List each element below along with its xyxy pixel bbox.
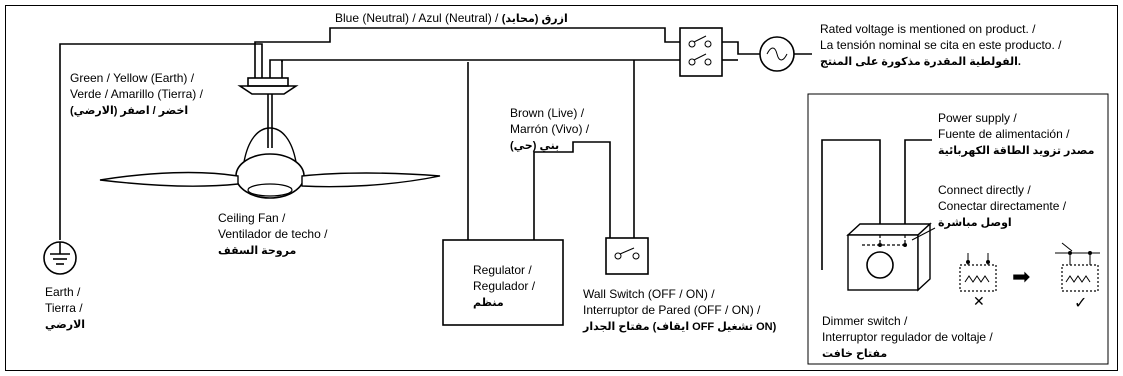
inset-wire-right — [904, 139, 932, 235]
source-wire-a — [722, 41, 760, 55]
dimmer-switch-icon — [846, 222, 932, 292]
outer-border — [5, 5, 1118, 371]
wrong-mark-icon: ✕ — [973, 293, 985, 309]
earth-symbol-icon — [43, 241, 77, 275]
earth-label-en: Earth / — [45, 285, 81, 299]
blue-wire-label: Blue (Neutral) / Azul (Neutral) / ازرق (… — [335, 11, 568, 25]
ac-source-icon — [759, 36, 795, 72]
connect-label-es: Conectar directamente / — [938, 199, 1067, 213]
brown-wire-label-en: Brown (Live) / — [510, 106, 585, 120]
fan-label-ar: مروحة السقف — [218, 245, 296, 257]
fan-label-en: Ceiling Fan / — [218, 211, 286, 225]
wall-switch-label-es: Interruptor de Pared (OFF / ON) / — [583, 303, 761, 317]
green-wire-label-ar: اخضر / اصفر (الارضي) — [70, 105, 188, 117]
brown-live-wire — [269, 59, 680, 78]
connect-pointer — [911, 227, 936, 241]
blue-neutral-wire — [254, 27, 680, 78]
earth-label-es: Tierra / — [45, 301, 83, 315]
brown-wire-label-ar: بني (حي) — [510, 140, 559, 152]
right-mark-icon: ✓ — [1074, 295, 1087, 312]
regulator-wire-right — [533, 141, 611, 240]
regulator-label-en: Regulator / — [473, 263, 532, 277]
rated-voltage-en: Rated voltage is mentioned on product. / — [820, 22, 1036, 36]
rated-voltage-es: La tensión nominal se cita en este produ… — [820, 38, 1062, 52]
regulator-label-es: Regulador / — [473, 279, 536, 293]
arrow-right-icon: ➡ — [1012, 264, 1030, 289]
power-supply-label-en: Power supply / — [938, 111, 1017, 125]
right-wiring-icon — [1055, 242, 1100, 292]
regulator-box — [442, 239, 564, 326]
connect-label-ar: اوصل مباشرة — [938, 217, 1012, 229]
fan-label-es: Ventilador de techo / — [218, 227, 328, 241]
earth-label-ar: الارضي — [45, 319, 85, 331]
brown-wire-label-es: Marrón (Vivo) / — [510, 122, 590, 136]
rated-voltage-ar: الفولطية المقدرة مذكورة على المنتج. — [820, 56, 1021, 68]
double-pole-switch — [679, 27, 723, 77]
power-supply-label-es: Fuente de alimentación / — [938, 127, 1070, 141]
wall-switch-icon — [605, 237, 649, 275]
inset-wire-left — [821, 139, 881, 270]
regulator-label-ar: منظم — [473, 297, 504, 309]
green-wire-label-es: Verde / Amarillo (Tierra) / — [70, 87, 204, 101]
wrong-wiring-icon — [959, 253, 997, 292]
inset-panel — [807, 93, 1109, 365]
ceiling-fan-icon — [99, 77, 441, 199]
dimmer-label-en: Dimmer switch / — [822, 314, 908, 328]
power-supply-label-ar: مصدر تزويد الطاقة الكهربائية — [938, 145, 1094, 157]
earth-wire — [59, 43, 263, 240]
dimmer-label-ar: مفتاح خافت — [822, 348, 887, 360]
wall-switch-label-ar: مفتاح الجدار (ايقاف OFF تشغيل ON) — [582, 321, 777, 333]
wall-switch-label-en: Wall Switch (OFF / ON) / — [583, 287, 715, 301]
connect-label-en: Connect directly / — [938, 183, 1031, 197]
dimmer-label-es: Interruptor regulador de voltaje / — [822, 330, 993, 344]
green-wire-label-en: Green / Yellow (Earth) / — [70, 71, 195, 85]
